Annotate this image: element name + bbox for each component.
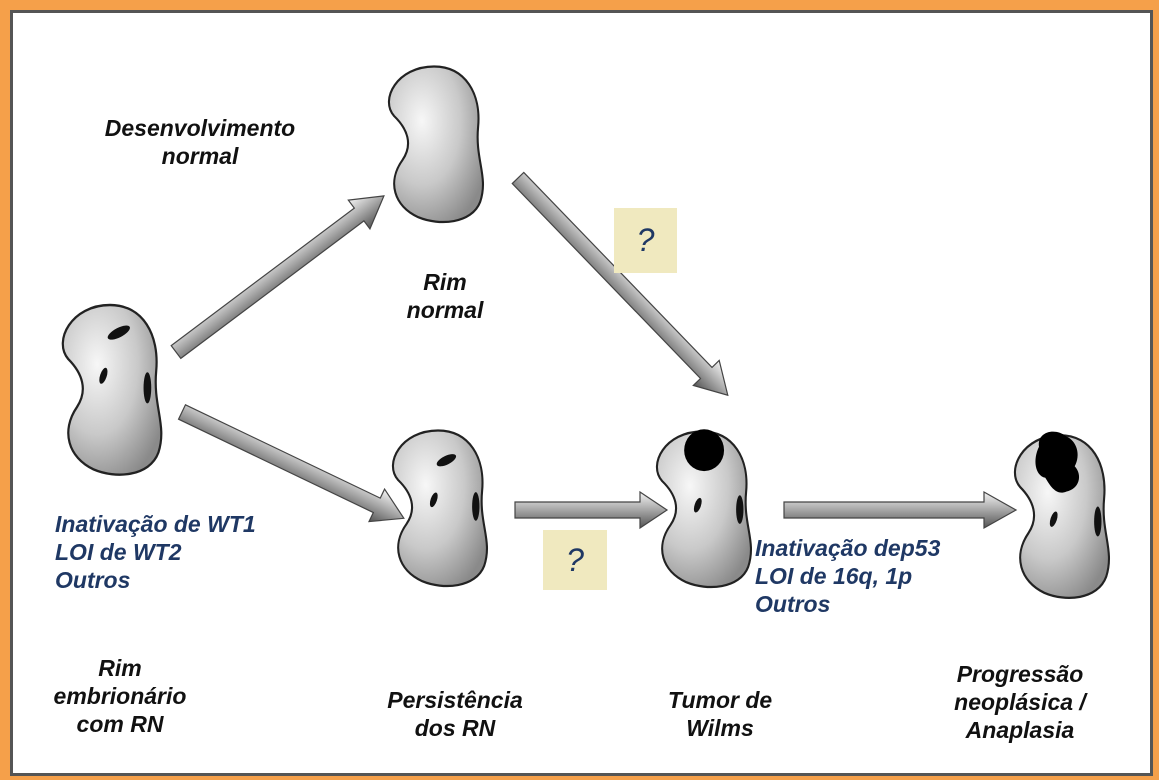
nephrogenic-rest	[429, 492, 438, 508]
kidney-persistence	[391, 429, 489, 588]
nephrogenic-rest	[1049, 511, 1058, 527]
label-desenvolvimento-normal: Desenvolvimento normal	[104, 115, 296, 169]
arrow-embryonic-to-normal	[170, 195, 385, 360]
arrow-normal-to-tumor	[511, 171, 729, 397]
nephrogenic-rest	[436, 454, 457, 467]
kidney-normal	[387, 65, 485, 224]
label-rim-embrionario: Rim embrionário com RN	[53, 655, 187, 737]
nephrogenic-rest	[693, 497, 702, 513]
label-persistencia: Persistência dos RN	[387, 687, 523, 741]
nephrogenic-rest	[107, 325, 130, 340]
nephrogenic-rest	[143, 372, 152, 404]
question-mark-upper: ?	[636, 222, 655, 258]
diagram-inner-border	[10, 10, 1153, 776]
annotation-left-genetics: Inativação de WT1 LOI de WT2 Outros	[55, 511, 256, 593]
arrow-embryonic-to-persistence	[177, 403, 405, 523]
label-rim-normal: Rim normal	[406, 269, 484, 323]
kidney-progression	[1013, 431, 1111, 599]
tumor-mass	[684, 429, 725, 472]
label-progressao: Progressão neoplásica / Anaplasia	[954, 661, 1086, 743]
question-mark-lower: ?	[566, 541, 584, 578]
question-box-lower: ?	[543, 530, 607, 590]
question-box-upper: ?	[614, 208, 677, 273]
nephrogenic-rest	[736, 495, 744, 524]
nephrogenic-rest	[1094, 506, 1102, 537]
annotation-right-genetics: Inativação dep53 LOI de 16q, 1p Outros	[755, 535, 941, 617]
label-tumor-wilms: Tumor de Wilms	[667, 687, 773, 741]
nephrogenic-rest	[472, 492, 480, 521]
kidney-tumor	[655, 429, 753, 589]
arrow-persistence-to-tumor	[514, 490, 669, 530]
kidney-embryonic	[61, 303, 163, 476]
arrow-tumor-to-progression	[783, 490, 1018, 530]
nephrogenic-rest	[99, 367, 108, 384]
anaplastic-mass	[1035, 431, 1080, 493]
